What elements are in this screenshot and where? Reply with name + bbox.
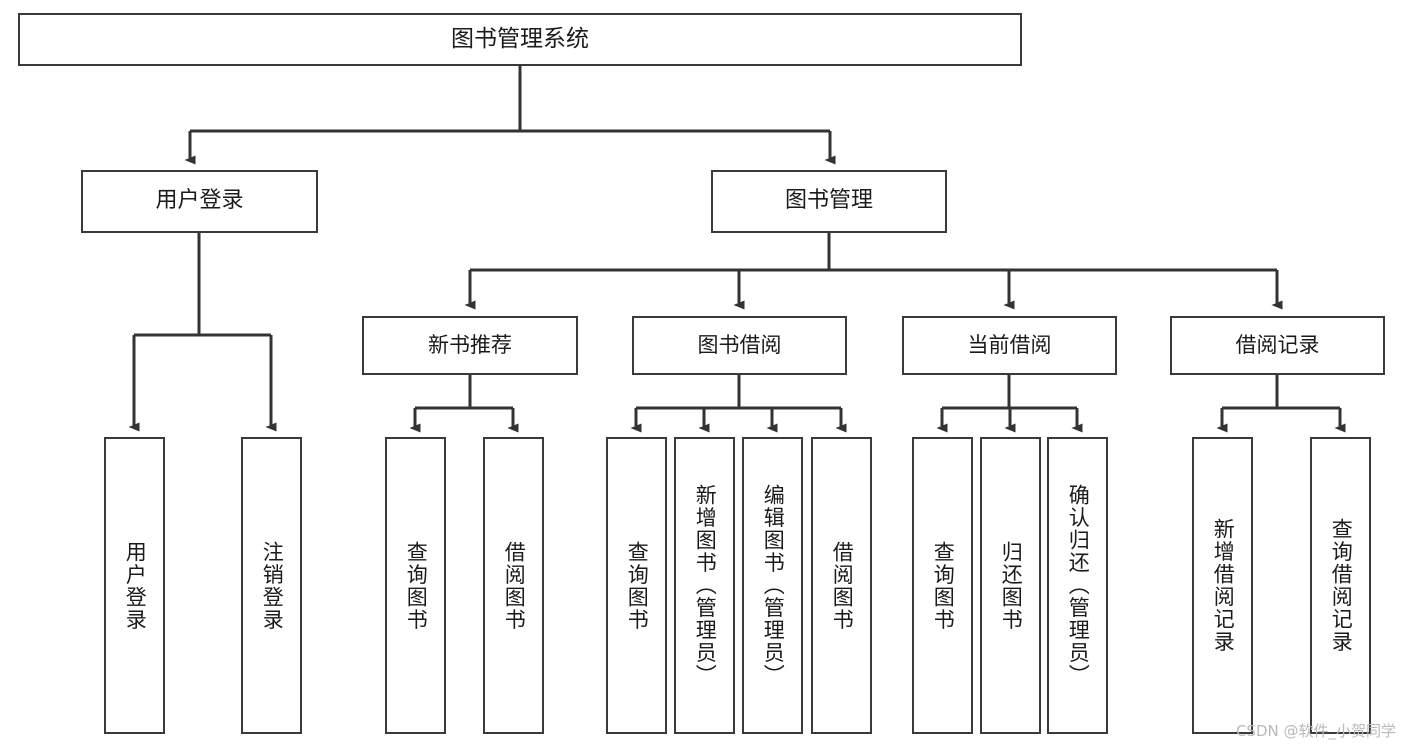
node-leaf-query-book-3-label: 查询图书 xyxy=(931,540,956,631)
node-leaf-borrow-book-1[interactable]: 借阅图书 xyxy=(483,437,544,734)
node-leaf-borrow-book-2[interactable]: 借阅图书 xyxy=(811,437,872,734)
node-leaf-user-login-label: 用户登录 xyxy=(123,540,148,631)
node-leaf-edit-book-label: 编辑图书（管理员） xyxy=(761,484,786,687)
node-user-login-label: 用户登录 xyxy=(155,188,244,214)
node-leaf-add-record[interactable]: 新增借阅记录 xyxy=(1192,437,1253,734)
node-book-management[interactable]: 图书管理 xyxy=(711,170,947,233)
node-leaf-query-book-2-label: 查询图书 xyxy=(625,540,650,631)
node-leaf-return-book-label: 归还图书 xyxy=(999,540,1024,631)
node-new-book-recommend-label: 新书推荐 xyxy=(428,332,512,357)
node-leaf-query-book-2[interactable]: 查询图书 xyxy=(606,437,667,734)
node-book-borrow[interactable]: 图书借阅 xyxy=(632,316,847,375)
node-new-book-recommend[interactable]: 新书推荐 xyxy=(362,316,578,375)
node-leaf-borrow-book-2-label: 借阅图书 xyxy=(830,540,855,631)
node-borrow-record-label: 借阅记录 xyxy=(1235,332,1320,357)
node-current-borrow[interactable]: 当前借阅 xyxy=(902,316,1117,375)
node-root[interactable]: 图书管理系统 xyxy=(18,13,1022,66)
node-leaf-query-record-label: 查询借阅记录 xyxy=(1329,518,1354,653)
node-leaf-query-book-3[interactable]: 查询图书 xyxy=(912,437,973,734)
node-leaf-confirm-return[interactable]: 确认归还（管理员） xyxy=(1047,437,1108,734)
node-leaf-confirm-return-label: 确认归还（管理员） xyxy=(1066,484,1091,687)
node-leaf-edit-book[interactable]: 编辑图书（管理员） xyxy=(742,437,803,734)
node-leaf-query-book-1-label: 查询图书 xyxy=(404,540,429,631)
node-root-label: 图书管理系统 xyxy=(451,25,589,52)
node-book-management-label: 图书管理 xyxy=(784,188,873,214)
node-leaf-add-book[interactable]: 新增图书（管理员） xyxy=(674,437,735,734)
node-borrow-record[interactable]: 借阅记录 xyxy=(1170,316,1385,375)
node-user-login[interactable]: 用户登录 xyxy=(81,170,318,233)
node-leaf-add-book-label: 新增图书（管理员） xyxy=(693,484,718,687)
node-leaf-logout-login-label: 注销登录 xyxy=(260,540,285,631)
node-book-borrow-label: 图书借阅 xyxy=(697,332,782,357)
node-leaf-add-record-label: 新增借阅记录 xyxy=(1211,518,1236,653)
node-leaf-query-book-1[interactable]: 查询图书 xyxy=(385,437,446,734)
node-leaf-query-record[interactable]: 查询借阅记录 xyxy=(1310,437,1371,734)
node-leaf-return-book[interactable]: 归还图书 xyxy=(980,437,1041,734)
node-leaf-borrow-book-1-label: 借阅图书 xyxy=(502,540,527,631)
node-leaf-logout-login[interactable]: 注销登录 xyxy=(241,437,302,734)
node-leaf-user-login[interactable]: 用户登录 xyxy=(104,437,165,734)
node-current-borrow-label: 当前借阅 xyxy=(967,332,1052,357)
